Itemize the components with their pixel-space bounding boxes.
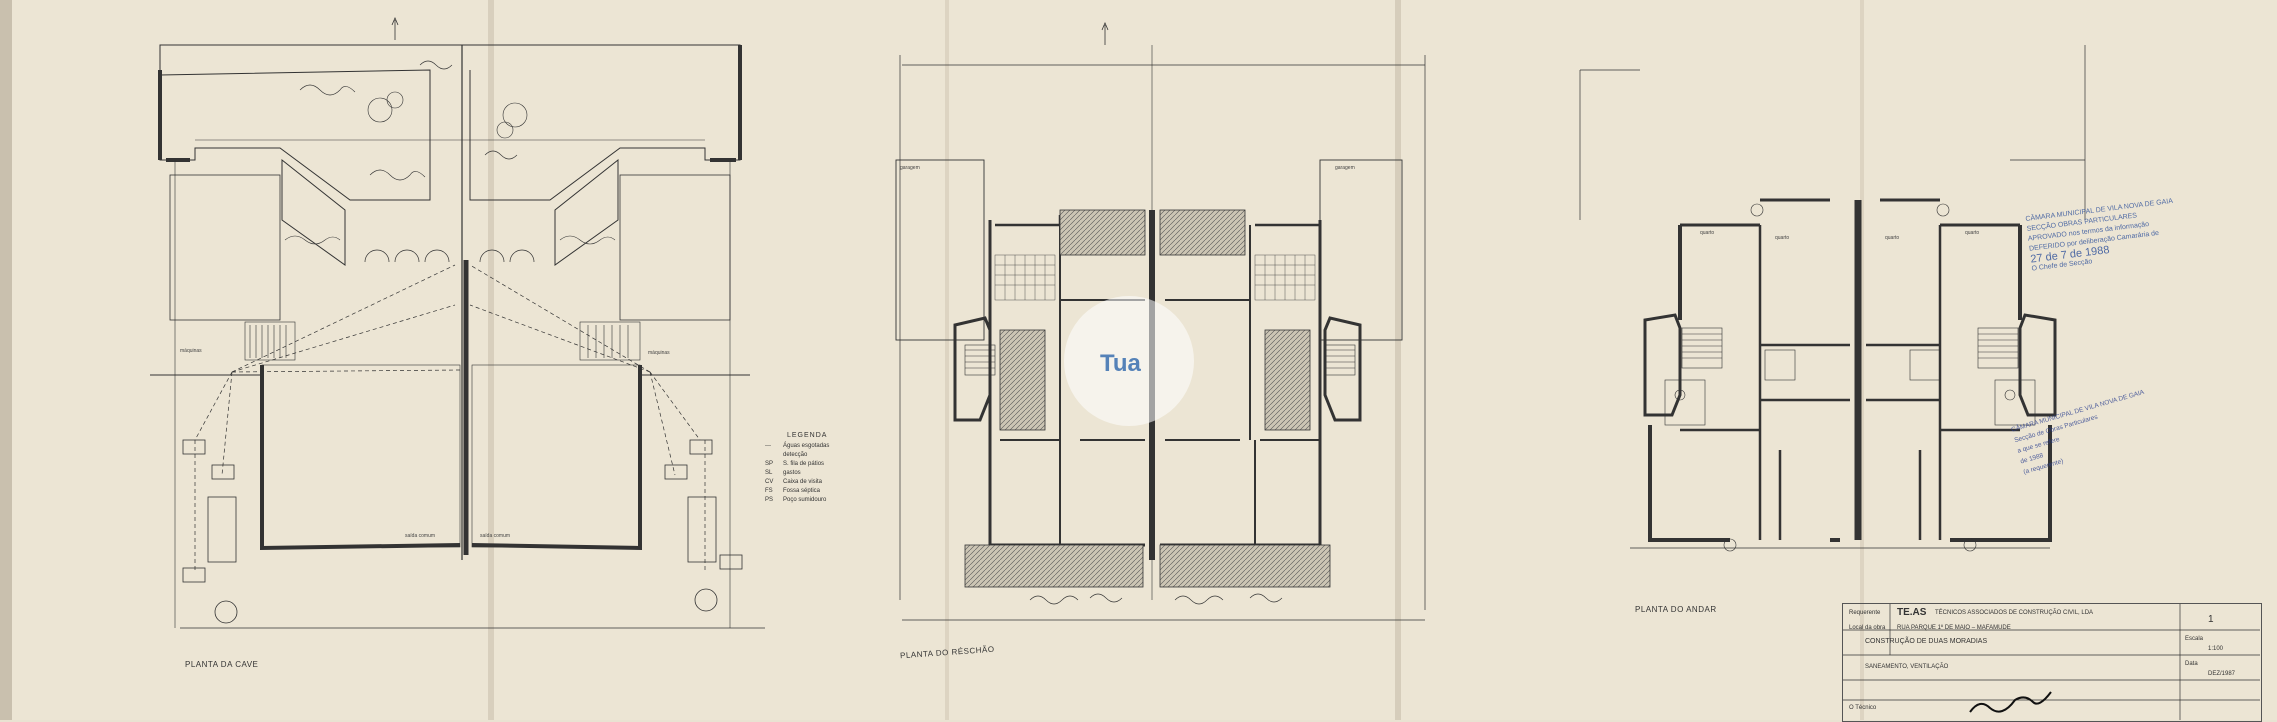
sheet-number: 1 xyxy=(2208,614,2214,625)
legend-item: ---Águas esgotadas xyxy=(765,443,830,449)
basement-plan xyxy=(150,16,765,629)
subject: SANEAMENTO, VENTILAÇÃO xyxy=(1865,664,1949,670)
requerente-label: Requerente xyxy=(1849,610,1881,616)
upper-plan-title: PLANTA DO ANDAR xyxy=(1635,605,1717,614)
data-value: DEZ/1987 xyxy=(2208,671,2236,677)
room-label-bedroom-3: quarto xyxy=(1885,235,1900,241)
room-label-garage-left: garagem xyxy=(900,165,920,171)
room-label-machines-left: máquinas xyxy=(180,348,202,354)
upper-floor-plan xyxy=(1579,45,2086,552)
room-label-bedroom-2: quarto xyxy=(1775,235,1790,241)
room-label-bedroom-4: quarto xyxy=(1965,230,1980,236)
legend-title: LEGENDA xyxy=(787,432,828,439)
project-title: CONSTRUÇÃO DE DUAS MORADIAS xyxy=(1865,638,1988,645)
room-label-machines-right: máquinas xyxy=(648,350,670,356)
escala-label: Escala xyxy=(2185,636,2204,642)
company-name: TÉCNICOS ASSOCIADOS DE CONSTRUÇÃO CIVIL,… xyxy=(1935,610,2094,616)
room-label-bedroom-1: quarto xyxy=(1700,230,1715,236)
address: RUA PARQUE 1º DE MAIO – MAFAMUDE xyxy=(1897,625,2011,631)
tecnico-label: O Técnico xyxy=(1849,705,1877,711)
basement-plan-title: PLANTA DA CAVE xyxy=(185,660,259,669)
room-label-exit-right: saída comum xyxy=(480,533,511,539)
watermark-badge xyxy=(1064,296,1194,426)
title-block: Requerente TE.AS TÉCNICOS ASSOCIADOS DE … xyxy=(1842,603,2262,722)
watermark-logo: Tua xyxy=(1100,350,1141,377)
room-label-garage-right: garagem xyxy=(1335,165,1355,171)
signature-scribble xyxy=(1969,691,2052,713)
company-logo: TE.AS xyxy=(1897,607,1927,618)
escala-value: 1:100 xyxy=(2208,646,2224,652)
local-label: Local da obra xyxy=(1849,625,1886,631)
data-label: Data xyxy=(2185,661,2198,667)
room-label-exit-left: saída comum xyxy=(405,533,436,539)
title-block-lines xyxy=(1842,603,2260,720)
ground-floor-plan xyxy=(895,21,1426,621)
legend-item: detecção xyxy=(783,452,808,458)
